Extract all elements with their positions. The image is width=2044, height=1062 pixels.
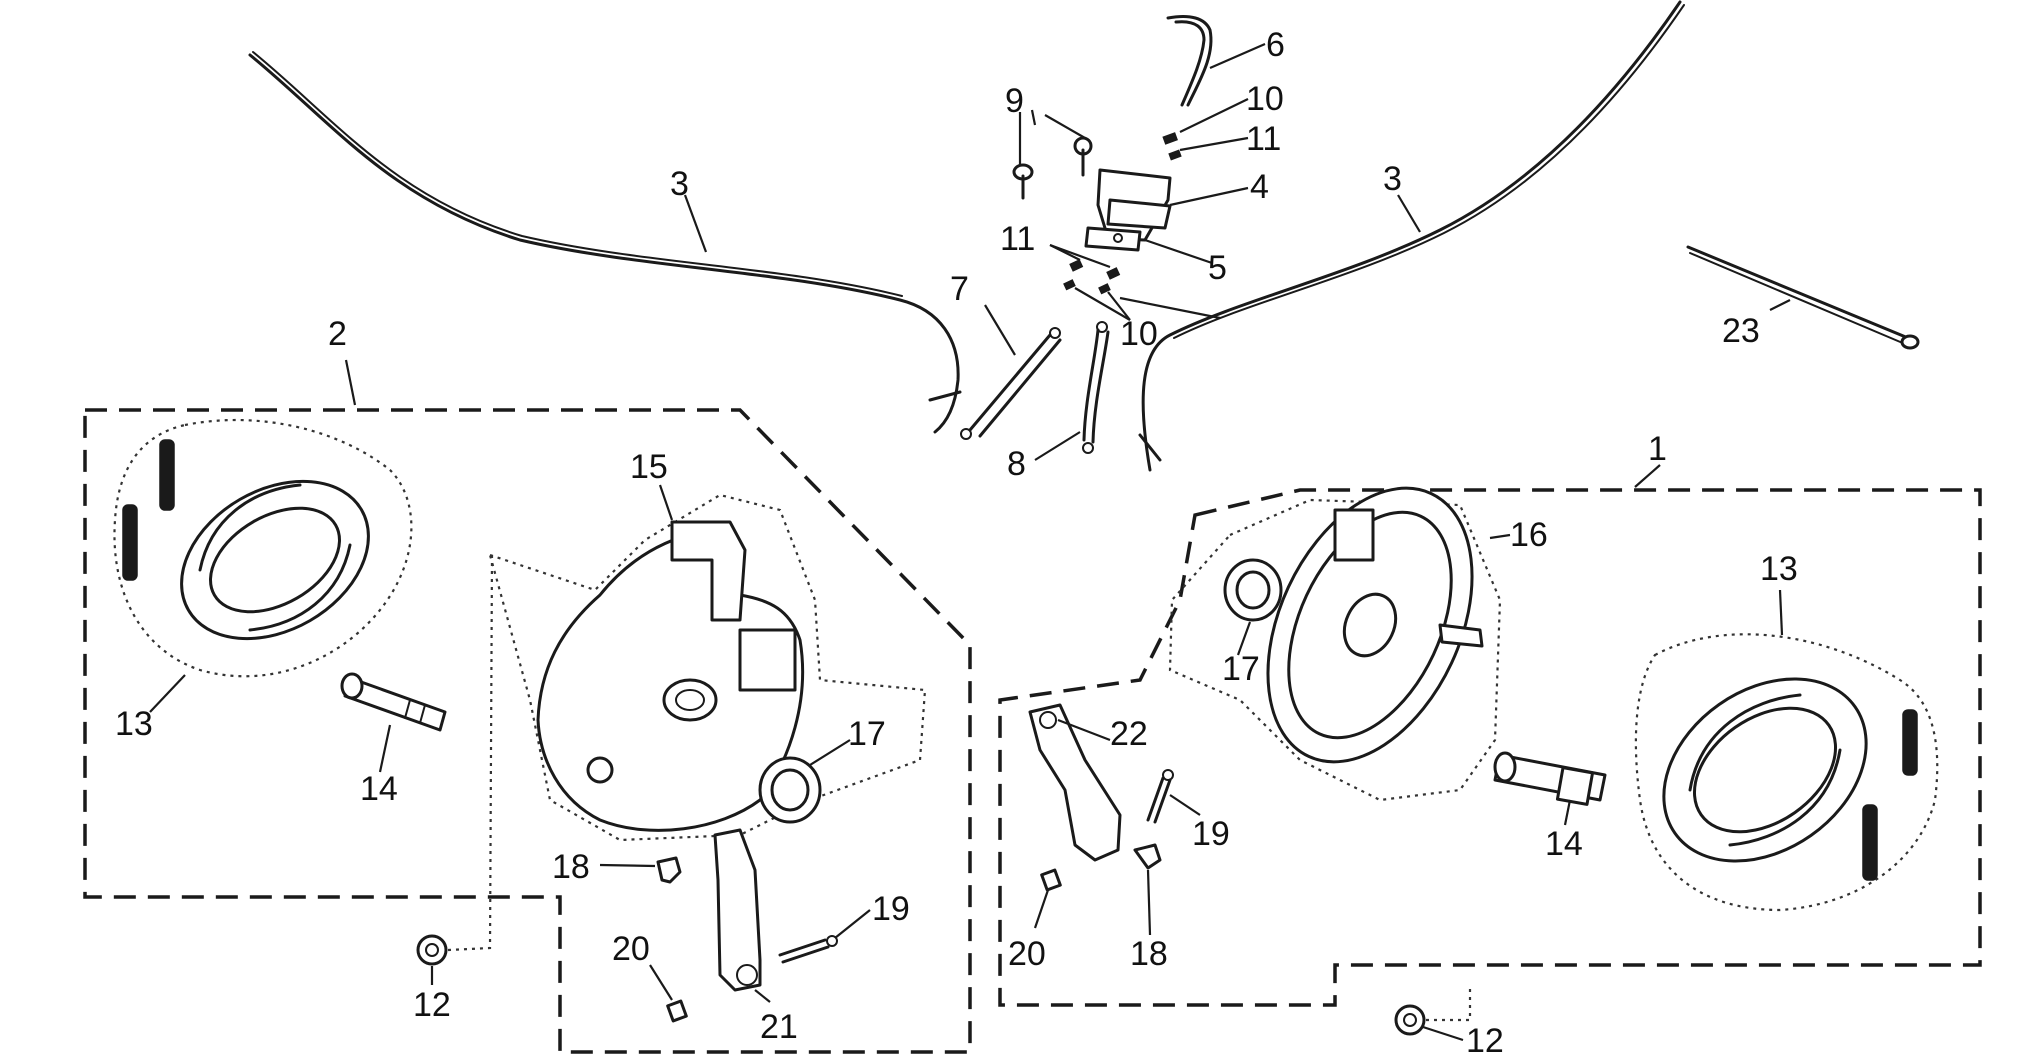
callout-20-right: 20: [1008, 935, 1046, 973]
nut-12-left: [416, 934, 448, 966]
assembly-2-boundary: [83, 408, 972, 1054]
brake-shoes-13-left: [180, 479, 370, 641]
nut-20-left: [666, 999, 688, 1023]
callout-9: 9: [1005, 82, 1024, 120]
callout-17-left: 17: [848, 715, 886, 753]
callout-18-right: 18: [1130, 935, 1168, 973]
spring-19-left: [778, 935, 838, 964]
callout-20-left: 20: [612, 930, 650, 968]
callout-4: 4: [1250, 168, 1269, 206]
callout-16: 16: [1510, 516, 1548, 554]
brake-cam-14-right: [1493, 751, 1607, 806]
callout-1: 1: [1648, 430, 1667, 468]
callout-21: 21: [760, 1008, 798, 1046]
callout-5: 5: [1208, 249, 1227, 287]
brake-shoes-13-right: [1662, 677, 1868, 863]
rod-6: [1166, 15, 1213, 107]
plate-18-right: [1133, 843, 1162, 870]
bolt-9b: [1012, 163, 1034, 200]
callout-10-top: 10: [1246, 80, 1284, 118]
callout-7: 7: [950, 270, 969, 308]
small-parts-10-11: [1063, 132, 1182, 295]
brake-cam-14-left: [340, 672, 447, 732]
return-spring-13-right-a: [1902, 709, 1918, 776]
backing-plate-16: [1266, 486, 1484, 764]
plate-group-15-outline: [488, 493, 927, 842]
backing-plate-15: [536, 520, 805, 832]
callout-11-top: 11: [1246, 120, 1281, 158]
assembly-1-boundary: [998, 488, 1982, 1007]
nut-12-left-link: [447, 554, 494, 952]
seal-17-right: [1223, 558, 1283, 622]
callout-12-left: 12: [413, 986, 451, 1024]
spring-7: [960, 327, 1062, 440]
callout-13-left: 13: [115, 705, 153, 743]
callout-15: 15: [630, 448, 668, 486]
callout-22: 22: [1110, 715, 1148, 753]
shoe-group-13-right-outline: [1634, 633, 1939, 912]
brake-rod-23: [1686, 245, 1920, 350]
callout-13-right: 13: [1760, 550, 1798, 588]
callout-12-right: 12: [1466, 1022, 1504, 1057]
callout-10-bottom: 10: [1120, 315, 1158, 353]
nut-12-right-link: [1426, 985, 1472, 1022]
leader-lines: [149, 42, 1791, 1042]
nut-20-right: [1040, 868, 1062, 892]
callout-23: 23: [1722, 312, 1760, 350]
return-spring-13-right-b: [1862, 804, 1878, 881]
callout-6: 6: [1266, 26, 1285, 64]
callout-8: 8: [1007, 445, 1026, 483]
callout-3-right: 3: [1383, 160, 1402, 198]
callout-labels: 1 2 3 3 4 5 6 7 8 9 10 10 11 11 12 12 13…: [115, 26, 1798, 1060]
callout-14-left: 14: [360, 770, 398, 808]
nut-12-right: [1394, 1004, 1426, 1036]
callout-3-left: 3: [670, 165, 689, 203]
spring-19-right: [1146, 769, 1174, 824]
callout-19-left: 19: [872, 890, 910, 928]
return-spring-13-left-a: [159, 439, 175, 511]
callout-17-right: 17: [1222, 650, 1260, 688]
callout-2: 2: [328, 315, 347, 353]
brake-cable-left: [248, 51, 962, 434]
spring-8: [1082, 321, 1110, 454]
bracket-4-5: [1084, 168, 1172, 252]
return-spring-13-left-b: [122, 504, 138, 581]
callout-19-right: 19: [1192, 815, 1230, 853]
brake-lever-22: [1028, 703, 1122, 862]
bolt-9a: [1073, 136, 1093, 177]
seal-17-left: [758, 756, 822, 824]
callout-14-right: 14: [1545, 825, 1583, 863]
brake-lever-21: [713, 828, 762, 992]
brake-cable-right: [1138, 0, 1685, 472]
plate-18-left: [656, 856, 682, 884]
callout-18-left: 18: [552, 848, 590, 886]
callout-11-left: 11: [1000, 220, 1035, 258]
